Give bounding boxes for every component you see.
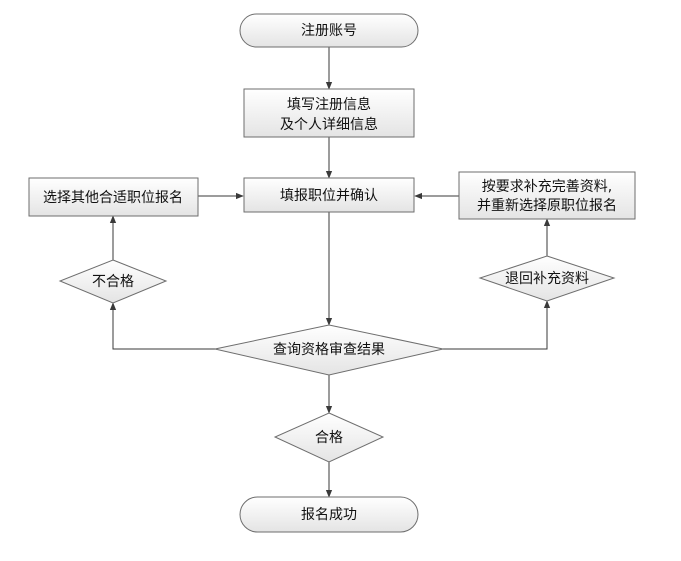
node-qualified: 合格 xyxy=(273,412,385,463)
node-label-line-1: 填写注册信息 xyxy=(287,96,371,113)
node-label-line-2: 并重新选择原职位报名 xyxy=(477,198,617,214)
node-label: 报名成功 xyxy=(301,507,357,523)
edge-check-result-to-unqualified xyxy=(109,302,215,350)
node-label-line-1: 按要求补充完善资料, xyxy=(482,179,612,195)
terminal-shape xyxy=(239,496,419,533)
node-label: 不合格 xyxy=(92,274,134,290)
node-choose-other: 选择其他合适职位报名 xyxy=(28,177,199,217)
process-shape xyxy=(243,88,415,138)
node-fill-info: 填写注册信息 及个人详细信息 xyxy=(243,88,415,138)
decision-shape xyxy=(214,324,444,376)
node-return-supplement: 退回补充资料 xyxy=(478,255,616,302)
node-label: 注册账号 xyxy=(301,23,357,39)
node-supplement-materials: 按要求补充完善资料, 并重新选择原职位报名 xyxy=(458,171,636,220)
node-label: 填报职位并确认 xyxy=(280,188,378,204)
node-label: 选择其他合适职位报名 xyxy=(43,190,183,206)
decision-shape xyxy=(58,259,168,304)
node-label: 查询资格审查结果 xyxy=(273,342,385,358)
terminal-shape xyxy=(239,13,419,48)
process-shape xyxy=(28,177,199,217)
process-shape xyxy=(243,177,415,213)
edges xyxy=(109,47,551,498)
process-shape xyxy=(458,171,636,220)
node-label: 退回补充资料 xyxy=(505,271,589,287)
node-unqualified: 不合格 xyxy=(58,259,168,304)
edge-check-result-to-return-supplement xyxy=(443,300,551,350)
decision-shape xyxy=(478,255,616,302)
node-start: 注册账号 xyxy=(239,13,419,48)
node-label-line-2: 及个人详细信息 xyxy=(280,116,378,133)
decision-shape xyxy=(273,412,385,463)
node-success: 报名成功 xyxy=(239,496,419,533)
node-fill-position: 填报职位并确认 xyxy=(243,177,415,213)
node-check-result: 查询资格审查结果 xyxy=(214,324,444,376)
node-label: 合格 xyxy=(315,430,343,446)
